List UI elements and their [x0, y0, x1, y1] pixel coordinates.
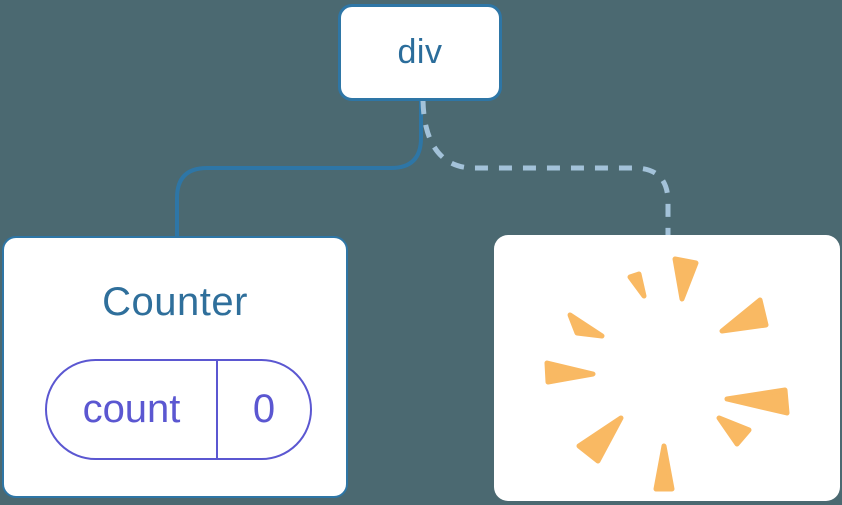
root-node-div: div — [338, 4, 502, 101]
poof-burst-icon — [544, 256, 790, 492]
solid-link-line — [175, 101, 423, 236]
root-node-label: div — [397, 33, 443, 71]
counter-node: Counter count 0 — [2, 236, 348, 498]
counter-node-title: Counter — [102, 280, 248, 324]
state-pill: count 0 — [45, 359, 312, 460]
removed-node — [494, 235, 840, 501]
dashed-link-line — [420, 100, 671, 235]
state-key-label: count — [82, 387, 181, 431]
state-value: 0 — [216, 361, 310, 458]
